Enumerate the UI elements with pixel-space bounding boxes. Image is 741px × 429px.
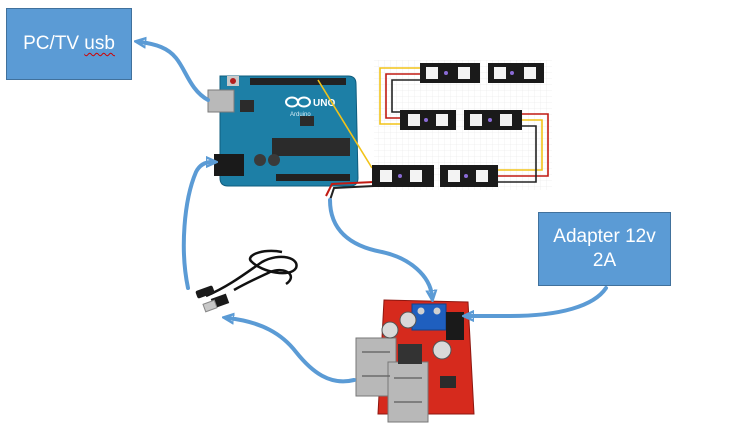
usb-port bbox=[207, 89, 235, 113]
usb-output-port bbox=[387, 361, 429, 423]
adapter-label-line1: Adapter 12v bbox=[553, 226, 656, 248]
arduino-uno-board: UNO Arduino bbox=[207, 75, 359, 187]
arrow-arduino-to-converter bbox=[328, 198, 432, 296]
board-logo-text: UNO bbox=[313, 98, 335, 109]
adapter-label-line2: 2A bbox=[592, 250, 617, 271]
led-strip-segments bbox=[372, 63, 544, 187]
reset-button-icon bbox=[230, 78, 236, 84]
input-terminal-block bbox=[411, 303, 447, 331]
usb-label-text: usb bbox=[84, 33, 115, 55]
power-wire-red bbox=[325, 181, 375, 197]
arrow-converter-to-cable bbox=[228, 318, 356, 384]
usb-cable bbox=[195, 249, 298, 313]
ground-wire-black bbox=[329, 185, 375, 201]
arrow-cable-to-arduino bbox=[181, 162, 212, 290]
buck-converter-board bbox=[355, 299, 475, 423]
board-brand-text: Arduino bbox=[290, 112, 311, 118]
pc-tv-usb-label: PC/TV usb bbox=[6, 8, 132, 80]
barrel-jack bbox=[214, 154, 244, 176]
arduino-infinity-logo-icon bbox=[285, 96, 311, 108]
data-wire-yellow bbox=[317, 79, 373, 169]
pc-tv-label-text: PC/TV bbox=[23, 33, 85, 55]
arrow-adapter-to-converter bbox=[468, 286, 608, 316]
arrow-arduino-to-pc bbox=[140, 42, 210, 102]
adapter-12v-label: Adapter 12v 2A bbox=[538, 212, 671, 286]
